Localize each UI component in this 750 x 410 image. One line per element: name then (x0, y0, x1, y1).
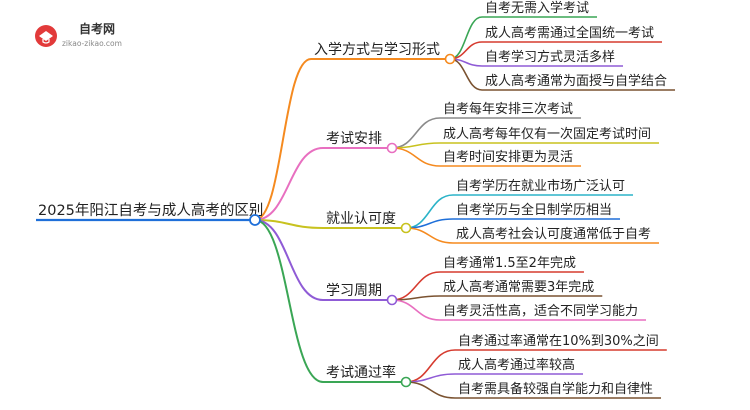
branch-leaf-edge-1-2 (449, 41, 483, 60)
branch-leaf-edge-2-3 (391, 147, 441, 167)
branch-label-5: 考试通过率 (326, 364, 396, 381)
leaf-label-4-3: 自考灵活性高，适合不同学习能力 (443, 303, 638, 319)
leaf-label-5-3: 自考需具备较强自学能力和自律性 (458, 381, 653, 397)
branch-leaf-edge-1-4 (449, 58, 483, 91)
leaf-label-2-2: 成人高考每年仅有一次固定考试时间 (443, 126, 651, 142)
root-branch-edge-5 (254, 219, 324, 383)
leaf-label-1-3: 自考学习方式灵活多样 (485, 49, 615, 65)
leaf-label-2-1: 自考每年安排三次考试 (443, 101, 573, 117)
leaf-label-1-2: 成人高考需通过全国统一考试 (485, 25, 654, 41)
leaf-label-3-1: 自考学历在就业市场广泛认可 (456, 178, 625, 194)
branch-leaf-edge-4-2 (391, 295, 441, 301)
leaf-label-4-1: 自考通常1.5至2年完成 (443, 256, 576, 271)
root-collapse-knob[interactable] (249, 214, 261, 226)
branch-leaf-edge-2-2 (391, 142, 441, 149)
branch-collapse-knob-4[interactable] (386, 294, 398, 306)
branch-collapse-knob-3[interactable] (400, 222, 412, 234)
leaf-label-2-3: 自考时间安排更为灵活 (443, 150, 573, 165)
logo: 自考网 zikao-zikao.com (35, 21, 122, 48)
branch-leaf-edge-1-1 (449, 16, 483, 60)
leaf-label-4-2: 成人高考通常需要3年完成 (443, 279, 594, 295)
branch-collapse-knob-2[interactable] (386, 142, 398, 154)
leaf-label-1-4: 成人高考通常为面授与自学结合 (485, 73, 667, 89)
cap-band-icon (42, 39, 50, 44)
branch-collapse-knob-1[interactable] (444, 53, 456, 65)
root-branch-edge-3 (254, 219, 324, 229)
root-branch-edge-1 (254, 58, 312, 221)
branch-label-3: 就业认可度 (326, 211, 396, 227)
edges (254, 16, 483, 399)
leaf-label-3-2: 自考学历与全日制学历相当 (456, 202, 612, 218)
branch-label-2: 考试安排 (326, 131, 382, 147)
leaf-label-1-1: 自考无需入学考试 (485, 0, 589, 16)
branch-leaf-edge-5-3 (405, 381, 456, 399)
logo-url: zikao-zikao.com (62, 39, 122, 48)
nodes: 2025年阳江自考与成人高考的区别 入学方式与学习形式 自考无需入学考试成人高考需通… (36, 0, 676, 399)
branch-label-1: 入学方式与学习形式 (314, 42, 440, 58)
branch-collapse-knob-5[interactable] (400, 376, 412, 388)
branch-label-4: 学习周期 (326, 283, 382, 299)
graduation-cap-icon (39, 31, 53, 41)
leaf-label-5-1: 自考通过率通常在10%到30%之间 (458, 333, 659, 349)
logo-title: 自考网 (79, 21, 115, 36)
root-label: 2025年阳江自考与成人高考的区别 (38, 202, 263, 219)
leaf-label-5-2: 成人高考通过率较高 (458, 357, 575, 373)
branch-leaf-edge-3-3 (405, 227, 454, 244)
root-branch-edge-2 (254, 147, 324, 221)
root-branch-edge-4 (254, 219, 324, 301)
leaf-label-3-3: 成人高考社会认可度通常低于自考 (456, 226, 651, 242)
branch-leaf-edge-4-3 (391, 299, 441, 321)
